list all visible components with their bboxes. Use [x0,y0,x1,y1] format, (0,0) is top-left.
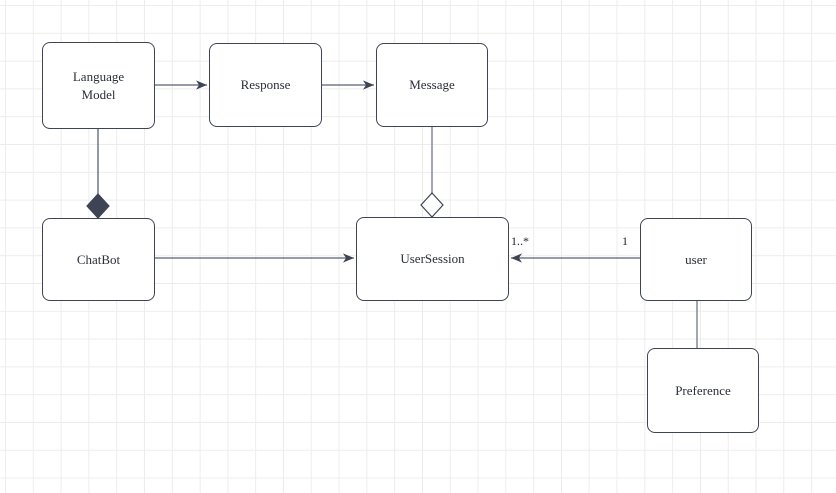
composition-diamond-icon [86,193,110,219]
node-preference-label: Preference [675,382,731,398]
node-usersession[interactable]: UserSession [356,217,509,301]
node-usersession-label: UserSession [400,251,465,266]
edge-message-to-usersession [420,127,444,218]
node-response[interactable]: Response [209,43,322,127]
aggregation-diamond-icon [420,192,444,218]
node-chatbot[interactable]: ChatBot [42,218,155,301]
multiplicity-label-one: 1 [622,234,628,248]
node-message-label: Message [409,77,455,92]
node-user[interactable]: user [640,218,752,301]
node-response-label: Response [240,77,291,92]
node-language-model-label: Language Model [73,68,124,104]
node-language-model-label-line2: Model [81,86,116,102]
node-preference[interactable]: Preference [647,348,759,433]
node-chatbot-label: ChatBot [76,251,121,267]
node-language-model[interactable]: Language Model [42,42,155,129]
multiplicity-label-many: 1..* [511,234,529,248]
node-language-model-label-line1: Language [72,68,125,84]
node-user-label: user [685,251,707,267]
edge-language-model-to-chatbot [86,129,110,219]
node-message[interactable]: Message [376,43,488,127]
